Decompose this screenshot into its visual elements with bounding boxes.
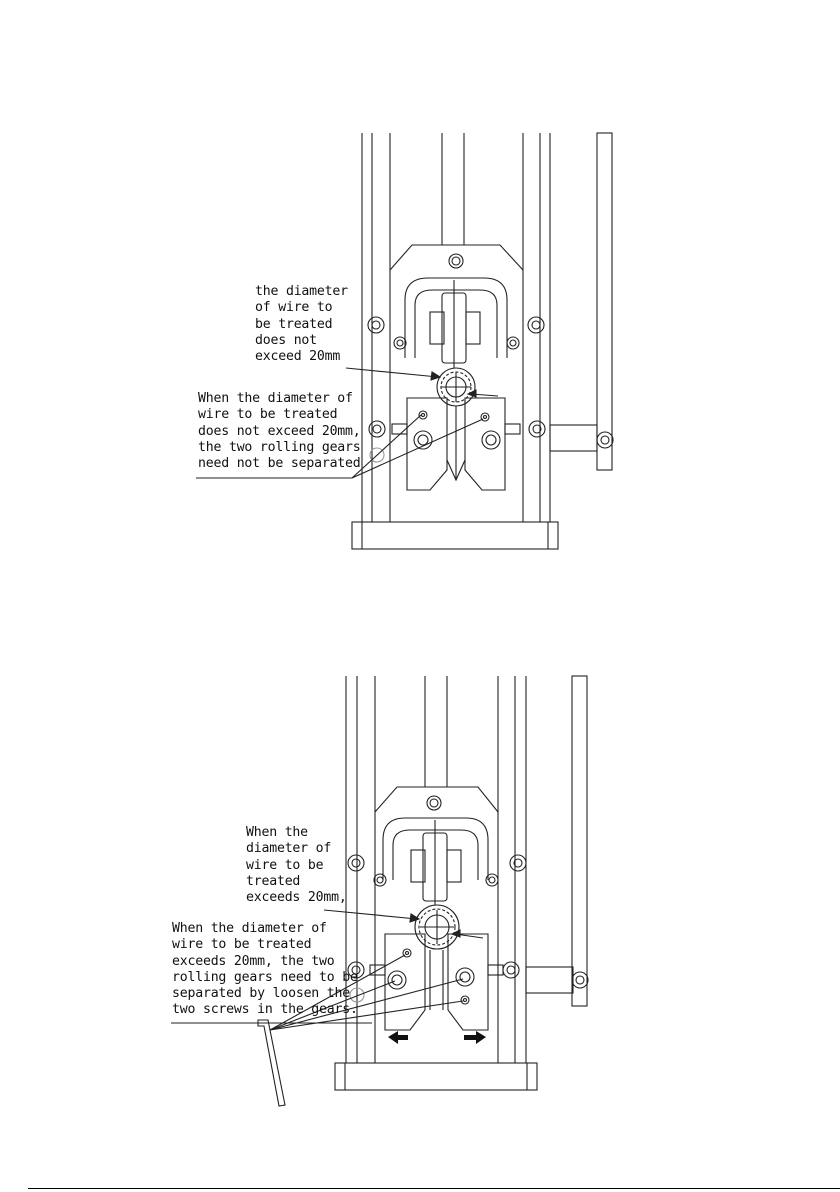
top-gear-note: When the diameter of wire to be treated …: [198, 391, 361, 472]
top-figure: [196, 132, 614, 550]
arrow-left-icon: [388, 1031, 408, 1044]
top-wire-diameter-label: the diameter of wire to be treated does …: [255, 284, 348, 365]
allen-wrench-icon: [257, 1019, 286, 1107]
bottom-figure: [171, 675, 589, 1107]
page-bottom-rule: [28, 1188, 840, 1189]
bottom-wire-diameter-label: When the diameter of wire to be treated …: [246, 825, 347, 906]
arrow-right-icon: [464, 1031, 486, 1044]
bottom-gear-note: When the diameter of wire to be treated …: [172, 921, 358, 1018]
